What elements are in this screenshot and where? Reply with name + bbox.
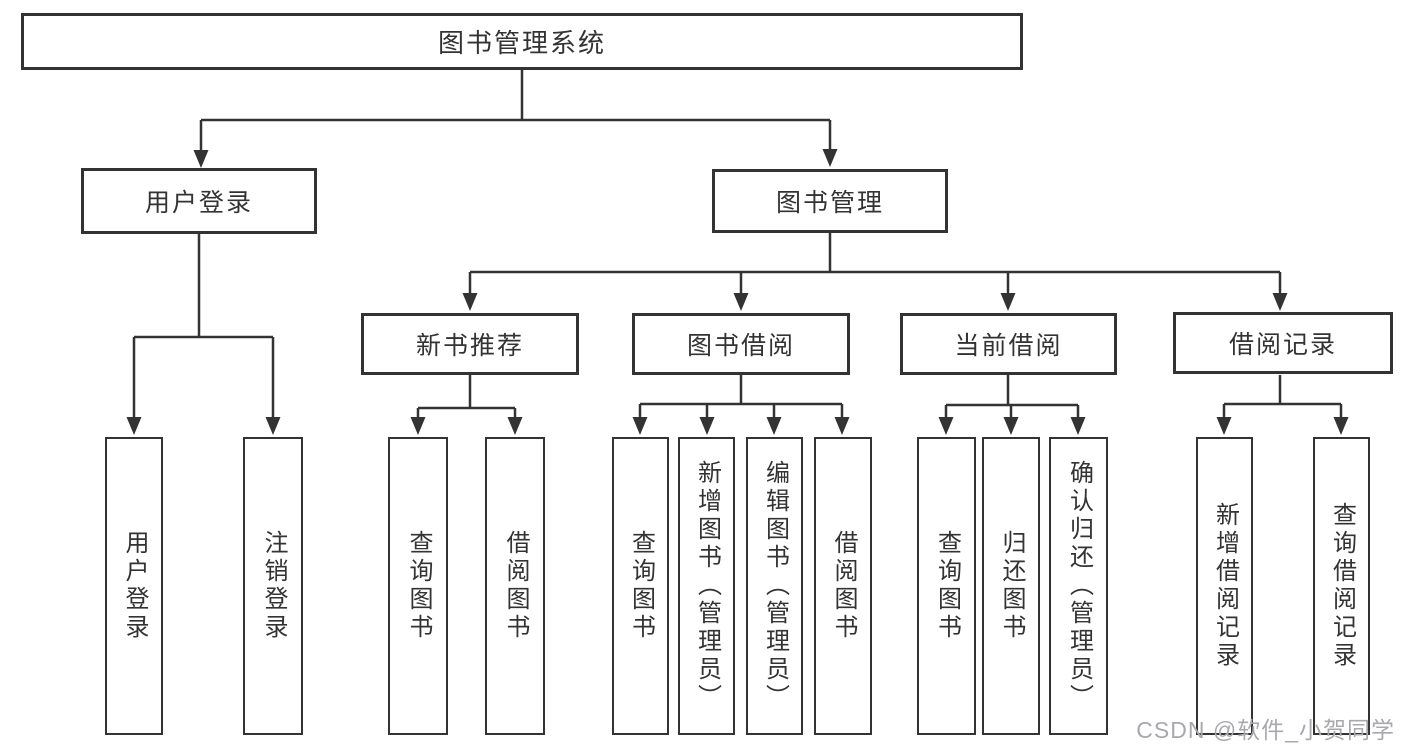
leaf-add-borrow-record: 新增借阅记录 <box>1196 437 1253 735</box>
node-user-login-label: 用户登录 <box>144 189 253 217</box>
node-borrow-record: 借阅记录 <box>1173 312 1393 374</box>
connector-borrow-record-children <box>1222 375 1343 424</box>
connector-book-mgmt-children <box>468 233 1282 300</box>
leaf-edit-book-admin: 编辑图书（管理员） <box>746 437 803 735</box>
leaf-query-book-newrec-label: 查询图书 <box>405 530 432 642</box>
node-current-borrow: 当前借阅 <box>900 313 1117 375</box>
node-root-system-label: 图书管理系统 <box>437 28 606 58</box>
node-borrow-record-label: 借阅记录 <box>1228 331 1337 359</box>
leaf-query-book-current-label: 查询图书 <box>933 530 961 642</box>
leaf-query-book-borrow-label: 查询图书 <box>627 530 655 642</box>
node-current-borrow-label: 当前借阅 <box>954 332 1063 360</box>
leaf-borrow-book-newrec-label: 借阅图书 <box>502 530 529 642</box>
leaf-user-login: 用户登录 <box>105 437 163 735</box>
leaf-confirm-return-admin: 确认归还（管理员） <box>1049 437 1108 735</box>
leaf-edit-book-admin-label: 编辑图书（管理员） <box>761 460 789 712</box>
leaf-query-book-newrec: 查询图书 <box>388 437 448 735</box>
node-book-borrow: 图书借阅 <box>632 313 850 375</box>
leaf-borrow-book-newrec: 借阅图书 <box>485 437 545 735</box>
node-new-book-rec-label: 新书推荐 <box>415 332 524 360</box>
leaf-add-book-admin: 新增图书（管理员） <box>678 437 735 735</box>
leaf-query-borrow-record-label: 查询借阅记录 <box>1328 502 1356 670</box>
node-user-login: 用户登录 <box>81 168 317 234</box>
leaf-logout-label: 注销登录 <box>260 530 287 642</box>
connector-user-login-children <box>132 234 275 424</box>
leaf-return-book-label: 归还图书 <box>998 530 1025 642</box>
connector-current-borrow-children <box>944 375 1080 424</box>
connector-new-book-rec-children <box>416 375 517 424</box>
leaf-query-book-borrow: 查询图书 <box>612 437 669 735</box>
leaf-confirm-return-admin-label: 确认归还（管理员） <box>1065 460 1093 712</box>
leaf-add-book-admin-label: 新增图书（管理员） <box>693 460 721 712</box>
node-book-borrow-label: 图书借阅 <box>686 332 795 360</box>
connector-book-borrow-children <box>638 375 844 424</box>
node-root-system: 图书管理系统 <box>21 13 1023 70</box>
leaf-add-borrow-record-label: 新增借阅记录 <box>1211 502 1239 670</box>
connector-root-to-level2 <box>199 70 832 154</box>
watermark: CSDN @软件_小贺同学 <box>1136 717 1395 743</box>
leaf-borrow-book: 借阅图书 <box>814 437 872 735</box>
node-book-mgmt: 图书管理 <box>712 169 948 233</box>
leaf-logout: 注销登录 <box>243 437 303 735</box>
leaf-return-book: 归还图书 <box>982 437 1040 735</box>
leaf-user-login-label: 用户登录 <box>121 530 148 642</box>
node-new-book-rec: 新书推荐 <box>361 313 579 375</box>
arrowheads <box>126 149 1349 435</box>
leaf-borrow-book-label: 借阅图书 <box>830 530 857 642</box>
node-book-mgmt-label: 图书管理 <box>775 189 884 217</box>
leaf-query-borrow-record: 查询借阅记录 <box>1313 437 1370 735</box>
leaf-query-book-current: 查询图书 <box>917 437 976 735</box>
